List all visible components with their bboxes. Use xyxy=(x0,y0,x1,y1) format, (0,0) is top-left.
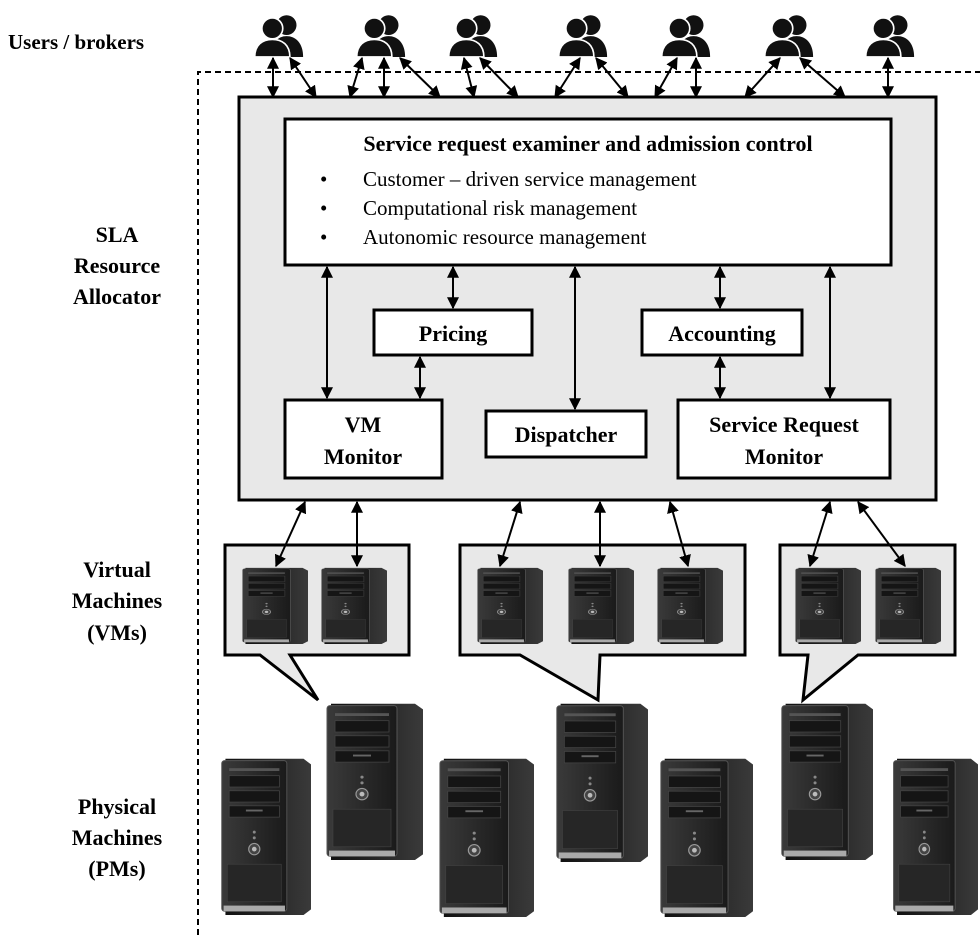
dispatcher-label: Dispatcher xyxy=(515,422,618,447)
virtual-machine-towers xyxy=(242,567,941,644)
physical-machine-towers xyxy=(221,703,978,917)
bullet-icon: • xyxy=(320,196,327,220)
user-pair-icon-4 xyxy=(557,14,608,57)
srm-line-2: Monitor xyxy=(745,444,823,469)
sla-label-line-3: Allocator xyxy=(73,284,161,309)
user-arrows xyxy=(267,56,894,99)
vm-monitor-line-2: Monitor xyxy=(324,444,402,469)
vm-server-tower-icon xyxy=(568,567,634,644)
accounting-label: Accounting xyxy=(668,321,776,346)
users-row xyxy=(253,14,915,57)
dispatcher-box: Dispatcher xyxy=(484,409,648,459)
sla-label-line-1: SLA xyxy=(96,222,139,247)
service-request-monitor-box: Service Request Monitor xyxy=(676,398,892,480)
accounting-box: Accounting xyxy=(640,308,804,357)
sla-resource-allocator-label: SLA Resource Allocator xyxy=(73,222,161,309)
vm-monitor-line-1: VM xyxy=(345,412,382,437)
user-pair-icon-6 xyxy=(763,14,814,57)
physical-machines-label: Physical Machines (PMs) xyxy=(72,794,163,881)
user-pair-icon-2 xyxy=(355,14,406,57)
bullet-icon: • xyxy=(320,225,327,249)
pricing-box: Pricing xyxy=(372,308,534,357)
pms-label-line-1: Physical xyxy=(78,794,156,819)
vms-label-line-2: Machines xyxy=(72,588,163,613)
srm-line-1: Service Request xyxy=(709,412,859,437)
vm-server-tower-icon xyxy=(477,567,543,644)
vm-monitor-box: VM Monitor xyxy=(283,398,444,480)
sla-label-line-2: Resource xyxy=(74,253,161,278)
pm-server-tower-icon xyxy=(221,758,311,915)
user-pair-icon-5 xyxy=(660,14,711,57)
internal-arrows xyxy=(321,265,836,411)
vm-server-tower-icon xyxy=(657,567,723,644)
system-boundary xyxy=(197,71,980,935)
pms-label-line-3: (PMs) xyxy=(88,856,145,881)
vm-server-tower-icon xyxy=(242,567,308,644)
users-brokers-label: Users / brokers xyxy=(8,30,144,54)
pm-server-tower-icon xyxy=(556,703,648,862)
bullet-icon: • xyxy=(320,167,327,191)
vms-label-line-1: Virtual xyxy=(83,557,151,582)
pm-server-tower-icon xyxy=(660,758,753,917)
pms-label-line-2: Machines xyxy=(72,825,163,850)
pricing-label: Pricing xyxy=(419,321,487,346)
vm-server-tower-icon xyxy=(795,567,861,644)
virtual-machines-label: Virtual Machines (VMs) xyxy=(72,557,163,645)
user-pair-icon-3 xyxy=(447,14,498,57)
vm-arrows xyxy=(274,500,906,568)
examiner-item-1: Customer – driven service management xyxy=(363,167,697,191)
vm-server-tower-icon xyxy=(321,567,387,644)
user-pair-icon-7 xyxy=(864,14,915,57)
vm-server-tower-icon xyxy=(875,567,941,644)
pm-server-tower-icon xyxy=(326,703,423,860)
user-pair-icon-1 xyxy=(253,14,304,57)
examiner-item-3: Autonomic resource management xyxy=(363,225,647,249)
vms-label-line-3: (VMs) xyxy=(87,620,147,645)
pm-server-tower-icon xyxy=(439,758,534,917)
pm-server-tower-icon xyxy=(892,758,978,915)
pm-server-tower-icon xyxy=(781,703,873,860)
examiner-title: Service request examiner and admission c… xyxy=(363,131,812,156)
examiner-item-2: Computational risk management xyxy=(363,196,637,220)
service-request-examiner-box: Service request examiner and admission c… xyxy=(283,117,893,267)
